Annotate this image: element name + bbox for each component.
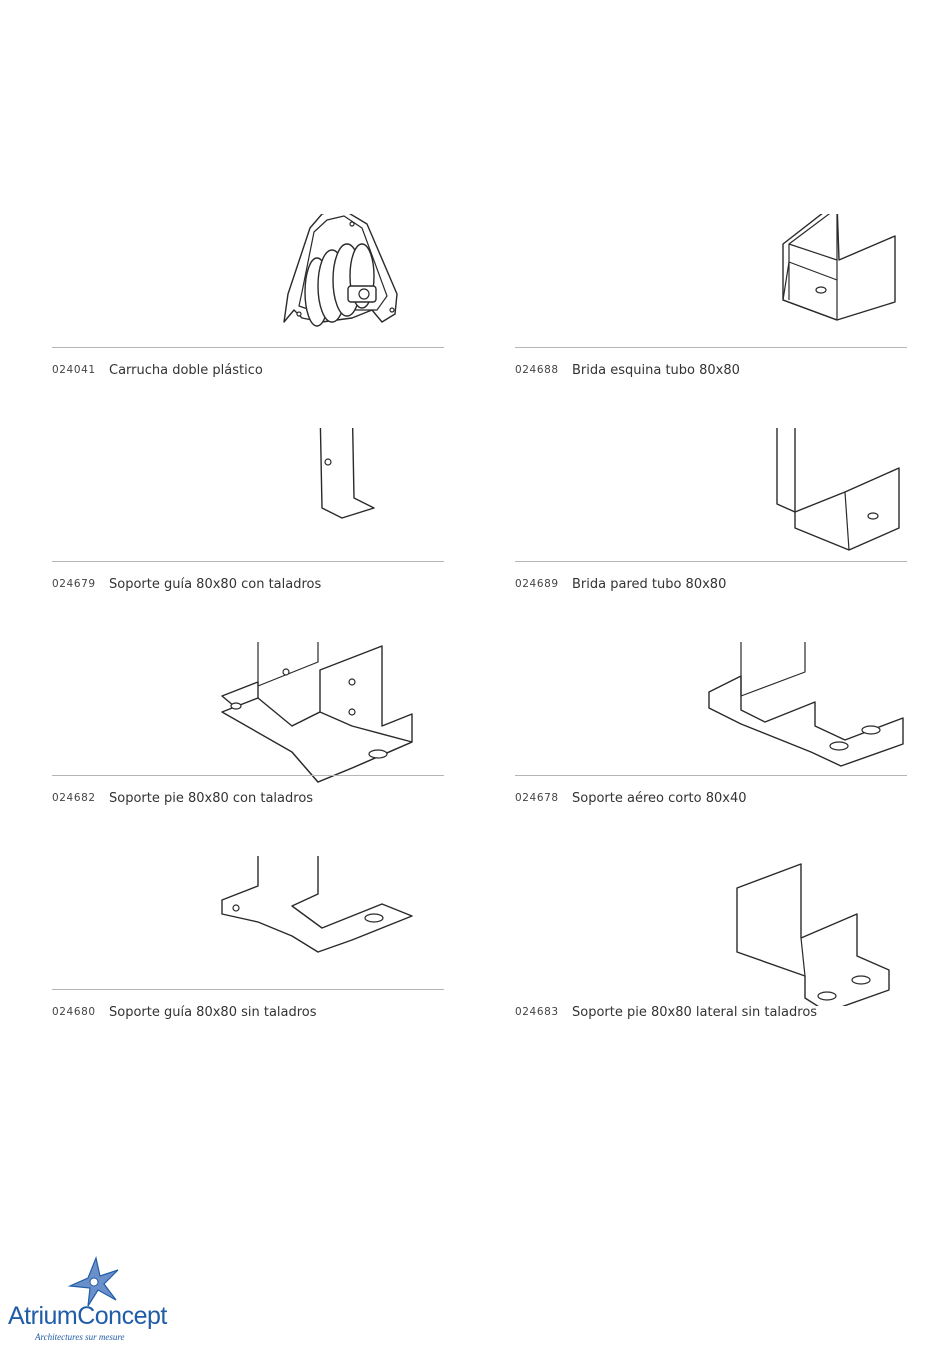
product-item: 024683 Soporte pie 80x80 lateral sin tal… <box>515 856 907 1070</box>
product-description: Soporte guía 80x80 con taladros <box>109 577 322 592</box>
product-code: 024041 <box>52 364 96 376</box>
product-item: 024678 Soporte aéreo corto 80x40 <box>515 642 907 856</box>
product-item: 024688 Brida esquina tubo 80x80 <box>515 214 907 428</box>
guide-support-plain-drawing <box>221 856 413 953</box>
product-code: 024689 <box>515 578 559 590</box>
product-item: 024680 Soporte guía 80x80 sin taladros <box>52 856 444 1070</box>
product-description: Soporte pie 80x80 con taladros <box>109 791 314 806</box>
separator-line <box>52 989 444 990</box>
short-aerial-support-drawing <box>708 642 904 767</box>
company-logo: AtriumConcept Architectures sur mesure <box>4 1256 174 1348</box>
lateral-foot-support-drawing <box>736 863 890 1006</box>
corner-flange-drawing <box>782 214 896 321</box>
separator-line <box>52 775 444 776</box>
product-code: 024683 <box>515 1006 559 1018</box>
wall-flange-drawing <box>776 428 900 551</box>
product-description: Carrucha doble plástico <box>109 363 263 378</box>
pulley-double-drawing <box>283 214 398 327</box>
product-code: 024688 <box>515 364 559 376</box>
foot-support-drilled-drawing <box>221 642 413 783</box>
product-description: Brida pared tubo 80x80 <box>572 577 727 592</box>
guide-support-drilled-drawing <box>319 428 375 519</box>
product-description: Brida esquina tubo 80x80 <box>572 363 740 378</box>
product-item: 024041 Carrucha doble plástico <box>52 214 444 428</box>
separator-line <box>515 775 907 776</box>
logo-tagline: Architectures sur mesure <box>35 1332 125 1342</box>
product-item: 024679 Soporte guía 80x80 con taladros <box>52 428 444 642</box>
product-item: 024682 Soporte pie 80x80 con taladros <box>52 642 444 856</box>
product-code: 024682 <box>52 792 96 804</box>
star-icon <box>67 1256 119 1307</box>
separator-line <box>52 561 444 562</box>
separator-line <box>52 347 444 348</box>
product-description: Soporte guía 80x80 sin taladros <box>109 1005 317 1020</box>
product-code: 024678 <box>515 792 559 804</box>
product-code: 024680 <box>52 1006 96 1018</box>
product-item: 024689 Brida pared tubo 80x80 <box>515 428 907 642</box>
separator-line <box>515 347 907 348</box>
separator-line <box>515 561 907 562</box>
product-description: Soporte aéreo corto 80x40 <box>572 791 747 806</box>
product-code: 024679 <box>52 578 96 590</box>
logo-brand-text: AtriumConcept <box>8 1302 167 1330</box>
product-description: Soporte pie 80x80 lateral sin taladros <box>572 1005 818 1020</box>
